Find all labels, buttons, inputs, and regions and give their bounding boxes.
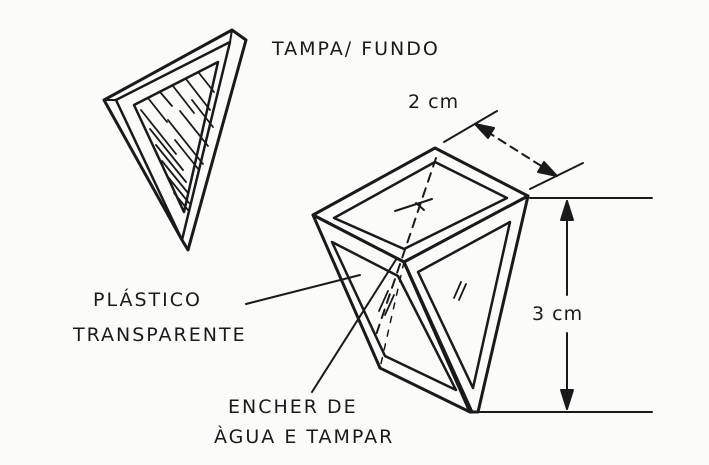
fill-leader-line <box>311 257 398 393</box>
height-label: 3 cm <box>532 303 584 325</box>
fill-label-line-1: ENCHER DE <box>228 396 358 418</box>
fill-label-line-2: ÀGUA E TAMPAR <box>214 426 395 448</box>
prism-body <box>311 146 530 414</box>
plastic-label-line-1: PLÁSTICO <box>93 289 202 311</box>
width-dimension <box>443 110 584 190</box>
width-label: 2 cm <box>408 91 460 113</box>
height-dimension <box>477 197 653 413</box>
plastic-leader-line <box>245 274 361 305</box>
lid-label: TAMPA/ FUNDO <box>272 38 440 60</box>
plastic-label-line-2: TRANSPARENTE <box>73 324 247 346</box>
lid-hatching <box>140 72 215 211</box>
lid-piece <box>102 28 248 252</box>
